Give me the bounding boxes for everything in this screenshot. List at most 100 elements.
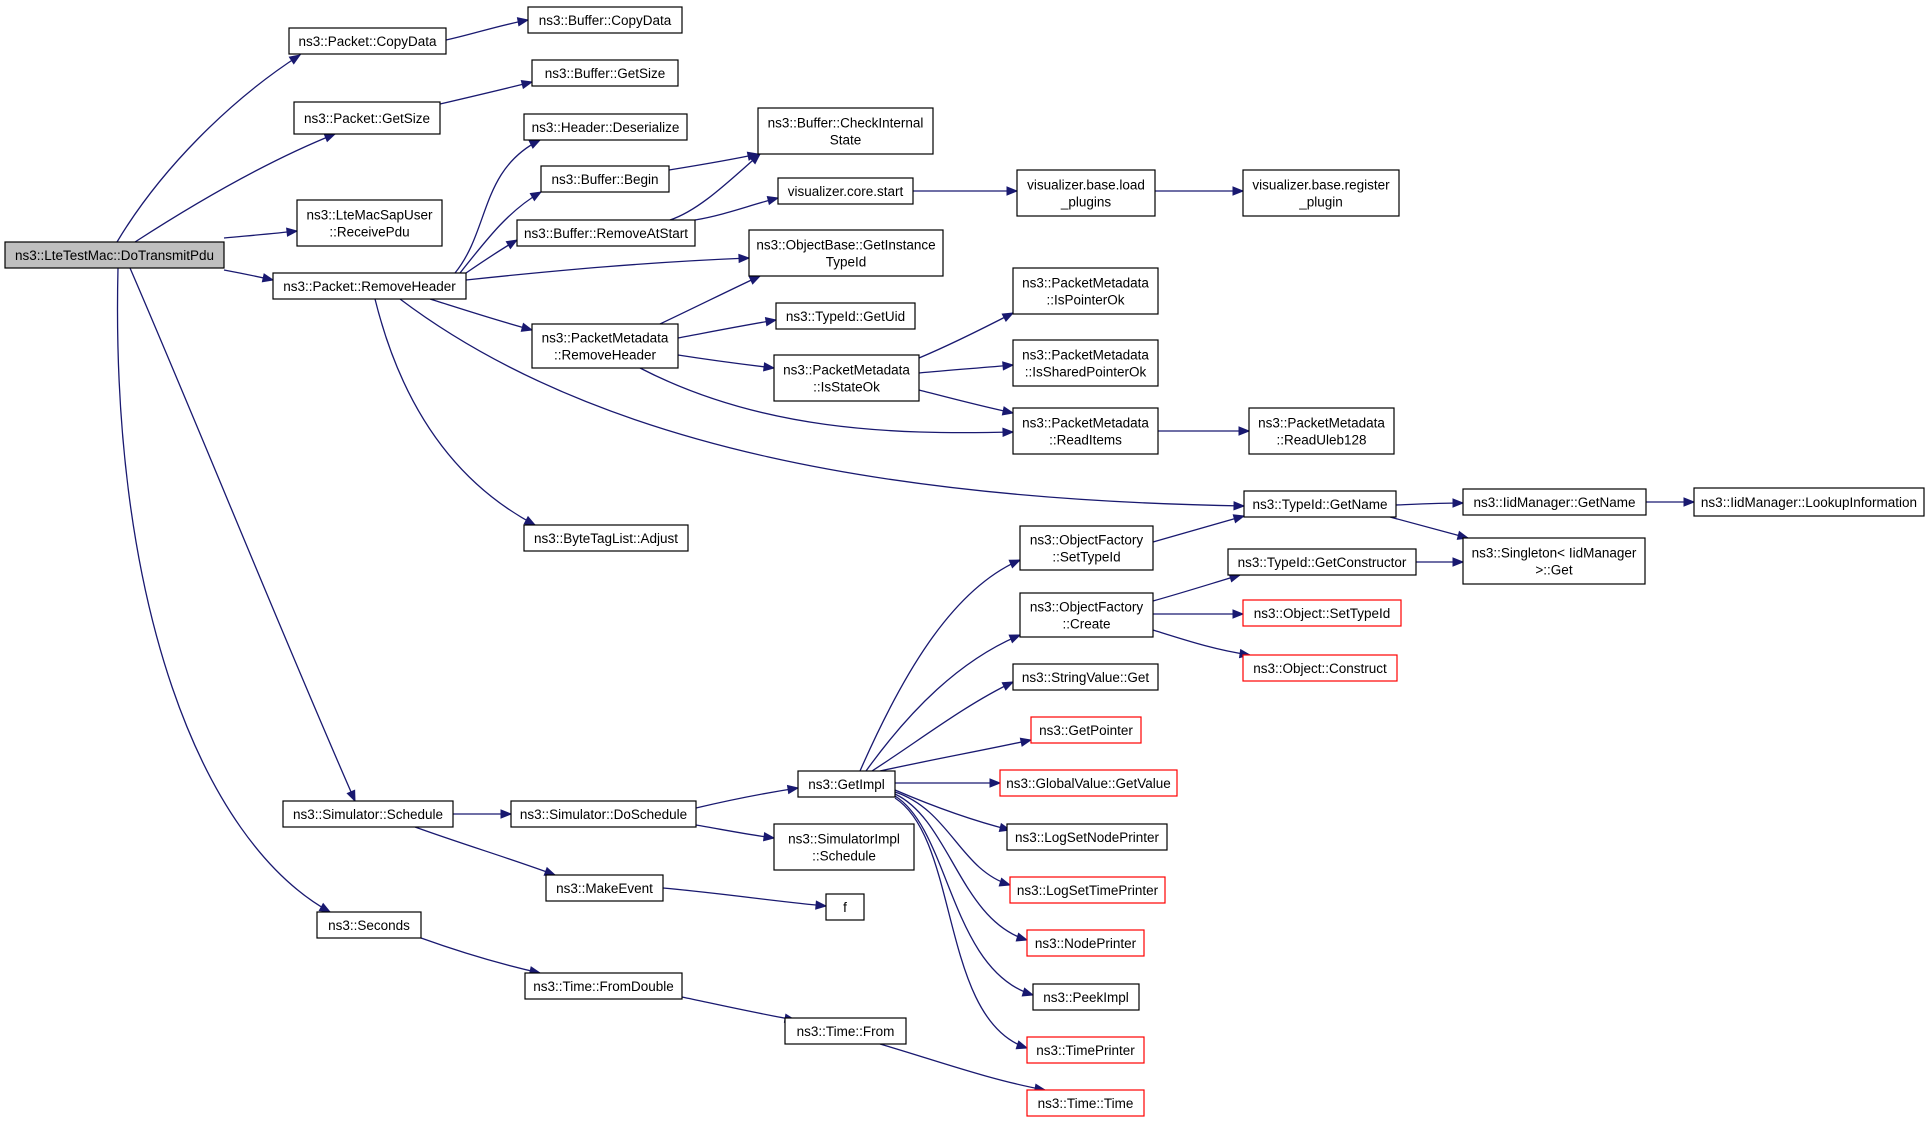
node-visualizer-base-register-plugin[interactable]: visualizer.base.register_plugin	[1242, 169, 1400, 217]
node-label: ns3::ObjectFactory	[1030, 533, 1144, 548]
node-label: visualizer.base.load	[1027, 178, 1145, 193]
node-packet-getsize[interactable]: ns3::Packet::GetSize	[293, 101, 441, 135]
node-packet-copydata[interactable]: ns3::Packet::CopyData	[288, 27, 447, 55]
node-label: ::ReadUleb128	[1276, 433, 1366, 448]
node-stringvalue-get[interactable]: ns3::StringValue::Get	[1012, 663, 1159, 691]
node-label: ns3::PeekImpl	[1043, 990, 1129, 1005]
edge-getimpl-to-timeprinter	[894, 797, 1029, 1050]
node-globalvalue-getvalue[interactable]: ns3::GlobalValue::GetValue	[999, 769, 1178, 797]
edge-visualizer_base_load_plugins-to-visualizer_base_register_plugin	[1155, 186, 1245, 196]
node-typeid-getconstructor[interactable]: ns3::TypeId::GetConstructor	[1227, 548, 1417, 576]
node-typeid-getname[interactable]: ns3::TypeId::GetName	[1243, 490, 1397, 518]
node-label: ns3::Buffer::CopyData	[539, 13, 672, 28]
node-label: ns3::Buffer::RemoveAtStart	[524, 226, 688, 241]
node-simulator-doschedule[interactable]: ns3::Simulator::DoSchedule	[510, 800, 697, 828]
node-label: ns3::Simulator::DoSchedule	[520, 807, 687, 822]
node-label: ns3::TypeId::GetName	[1252, 497, 1387, 512]
node-label: visualizer.core.start	[788, 184, 904, 199]
node-time-fromdouble[interactable]: ns3::Time::FromDouble	[524, 972, 683, 1000]
edge-root-to-simulator_schedule	[129, 267, 356, 803]
node-label: State	[830, 133, 862, 148]
node-packetmetadata-removeheader[interactable]: ns3::PacketMetadata::RemoveHeader	[531, 323, 679, 369]
node-buffer-copydata[interactable]: ns3::Buffer::CopyData	[527, 6, 683, 34]
edge-typeid_getconstructor-to-singleton_get	[1416, 557, 1465, 567]
node-ltemacsapuser-receivepdu[interactable]: ns3::LteMacSapUser::ReceivePdu	[296, 199, 443, 247]
node-simulatorimpl-schedule[interactable]: ns3::SimulatorImpl::Schedule	[773, 823, 915, 871]
node-logsettimeprinter[interactable]: ns3::LogSetTimePrinter	[1009, 876, 1166, 904]
node-label: ns3::Object::Construct	[1253, 661, 1387, 676]
node-label: ns3::Packet::RemoveHeader	[283, 279, 456, 294]
edge-buffer_removeatstart-to-buffer_checkinternalstate	[669, 153, 762, 221]
node-objectfactory-settypeid[interactable]: ns3::ObjectFactory::SetTypeId	[1019, 525, 1154, 571]
node-typeid-getuid[interactable]: ns3::TypeId::GetUid	[775, 302, 916, 330]
node-peekimpl[interactable]: ns3::PeekImpl	[1032, 983, 1140, 1011]
edge-simulator_doschedule-to-getimpl	[695, 784, 800, 809]
node-visualizer-core-start[interactable]: visualizer.core.start	[777, 177, 914, 205]
edge-objectfactory_settypeid-to-typeid_getname	[1152, 514, 1246, 543]
node-header-deserialize[interactable]: ns3::Header::Deserialize	[523, 113, 688, 141]
node-label: ::RemoveHeader	[554, 348, 657, 363]
node-label: ns3::Seconds	[328, 918, 410, 933]
node-packet-removeheader[interactable]: ns3::Packet::RemoveHeader	[272, 272, 467, 300]
node-label: ns3::TimePrinter	[1036, 1043, 1135, 1058]
node-makeevent[interactable]: ns3::MakeEvent	[545, 874, 664, 902]
edge-packetmetadata_isstateok-to-packetmetadata_issharedpointerok	[918, 361, 1015, 374]
node-label: ::IsSharedPointerOk	[1025, 365, 1147, 380]
edge-getimpl-to-logsettimeprinter	[894, 791, 1012, 887]
edge-packet_removeheader-to-header_deserialize	[454, 139, 542, 274]
node-buffer-removeatstart[interactable]: ns3::Buffer::RemoveAtStart	[516, 219, 696, 247]
node-buffer-getsize[interactable]: ns3::Buffer::GetSize	[531, 59, 679, 87]
node-label: visualizer.base.register	[1252, 178, 1390, 193]
node-label: ::SetTypeId	[1052, 550, 1120, 565]
node-packetmetadata-readuleb128[interactable]: ns3::PacketMetadata::ReadUleb128	[1248, 407, 1395, 455]
edge-packet_removeheader-to-packetmetadata_removeheader	[429, 298, 534, 332]
node-seconds[interactable]: ns3::Seconds	[316, 911, 422, 939]
node-getpointer[interactable]: ns3::GetPointer	[1030, 716, 1142, 744]
node-packetmetadata-issharedpointerok[interactable]: ns3::PacketMetadata::IsSharedPointerOk	[1012, 339, 1159, 387]
edge-packetmetadata_removeheader-to-packetmetadata_readitems	[639, 367, 1015, 437]
node-packetmetadata-readitems[interactable]: ns3::PacketMetadata::ReadItems	[1012, 407, 1159, 455]
node-time-from[interactable]: ns3::Time::From	[784, 1017, 907, 1045]
node-time-time[interactable]: ns3::Time::Time	[1026, 1089, 1145, 1117]
edge-time_fromdouble-to-time_from	[681, 996, 797, 1023]
edge-simulator_schedule-to-simulator_doschedule	[452, 809, 513, 819]
node-label: ns3::Time::From	[797, 1024, 895, 1039]
node-label: ns3::NodePrinter	[1035, 936, 1137, 951]
node-object-construct[interactable]: ns3::Object::Construct	[1242, 654, 1398, 682]
node-simulator-schedule[interactable]: ns3::Simulator::Schedule	[282, 800, 454, 828]
node-objectfactory-create[interactable]: ns3::ObjectFactory::Create	[1019, 592, 1154, 638]
node-label: ns3::ObjectBase::GetInstance	[756, 238, 935, 253]
node-label: ns3::LogSetTimePrinter	[1017, 883, 1159, 898]
node-label: ::Schedule	[812, 849, 876, 864]
node-label: ns3::LogSetNodePrinter	[1015, 830, 1160, 845]
edge-getimpl-to-objectfactory_settypeid	[859, 559, 1022, 772]
edge-packet_removeheader-to-objectbase_getinstancetypeid	[465, 253, 751, 281]
node-packetmetadata-ispointerok[interactable]: ns3::PacketMetadata::IsPointerOk	[1012, 267, 1159, 315]
node-visualizer-base-load-plugins[interactable]: visualizer.base.load_plugins	[1016, 169, 1156, 217]
node-bytetaglist-adjust[interactable]: ns3::ByteTagList::Adjust	[523, 524, 689, 552]
edge-packetmetadata_isstateok-to-packetmetadata_ispointerok	[918, 312, 1015, 359]
node-singleton-get[interactable]: ns3::Singleton< IidManager >::Get	[1462, 537, 1646, 585]
node-timeprinter[interactable]: ns3::TimePrinter	[1026, 1036, 1145, 1064]
node-iidmanager-lookupinformation[interactable]: ns3::IidManager::LookupInformation	[1693, 487, 1925, 517]
node-buffer-begin[interactable]: ns3::Buffer::Begin	[540, 165, 670, 193]
node-f[interactable]: f	[825, 893, 865, 921]
edge-time_from-to-time_time	[879, 1043, 1047, 1093]
node-label: ns3::Packet::GetSize	[304, 111, 430, 126]
edge-seconds-to-time_fromdouble	[420, 937, 542, 976]
node-label: ns3::GlobalValue::GetValue	[1006, 776, 1171, 791]
node-object-settypeid[interactable]: ns3::Object::SetTypeId	[1242, 599, 1402, 627]
node-iidmanager-getname[interactable]: ns3::IidManager::GetName	[1462, 488, 1647, 516]
node-packetmetadata-isstateok[interactable]: ns3::PacketMetadata::IsStateOk	[773, 354, 920, 402]
edge-root-to-packet_removeheader	[223, 269, 275, 283]
node-root[interactable]: ns3::LteTestMac::DoTransmitPdu	[4, 241, 225, 269]
node-nodeprinter[interactable]: ns3::NodePrinter	[1026, 929, 1145, 957]
node-label: ns3::PacketMetadata	[1022, 416, 1149, 431]
edge-typeid_getname-to-singleton_get	[1389, 516, 1470, 540]
node-getimpl[interactable]: ns3::GetImpl	[797, 770, 896, 798]
node-logsetnodeprinter[interactable]: ns3::LogSetNodePrinter	[1006, 823, 1168, 851]
node-label: ns3::PacketMetadata	[783, 363, 910, 378]
